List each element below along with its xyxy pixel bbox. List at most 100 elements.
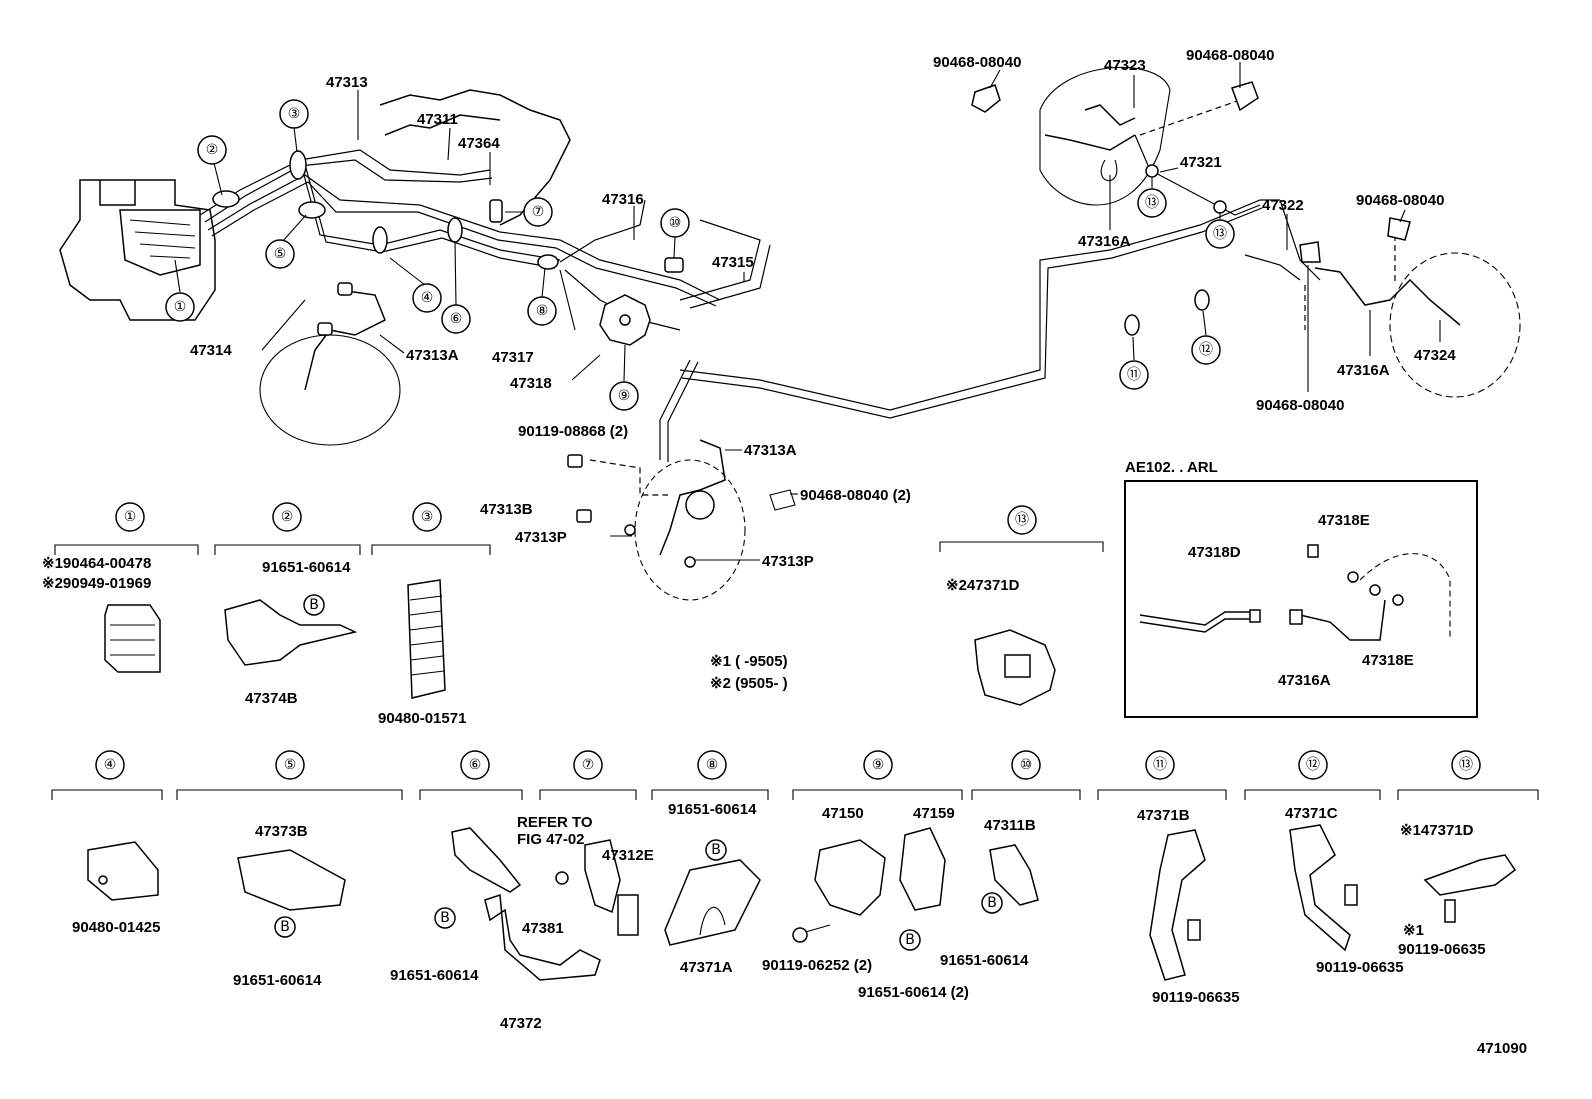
part-47311b: 47311B bbox=[984, 817, 1036, 834]
front-left-hose bbox=[259, 282, 401, 446]
notes: ※1 ( -9505) ※2 (9505- ) bbox=[710, 653, 788, 692]
label-90119-08868: 90119-08868 (2) bbox=[518, 423, 628, 440]
callout-11: ⑪ bbox=[1127, 367, 1141, 383]
proportioning-valve bbox=[599, 294, 651, 346]
part-91651-60614-2: 91651-60614 (2) bbox=[858, 984, 969, 1001]
part-47150: 47150 bbox=[822, 805, 864, 822]
part-91651-60614-8: 91651-60614 bbox=[668, 801, 757, 818]
part-90480-01425: 90480-01425 bbox=[72, 919, 160, 936]
part-91651-60614-row1: 91651-60614 bbox=[262, 559, 351, 576]
label-47313p-1: 47313P bbox=[515, 529, 567, 546]
refer-to: REFER TO bbox=[517, 814, 593, 831]
inset-label-47316a: 47316A bbox=[1278, 672, 1331, 689]
detail-callout-3: ③ bbox=[421, 509, 434, 525]
part-47372: 47372 bbox=[500, 1015, 542, 1032]
part-47312e: 47312E bbox=[602, 847, 654, 864]
detail-callout-4: ④ bbox=[104, 757, 117, 773]
label-90468-top-1: 90468-08040 bbox=[933, 54, 1021, 71]
part-91651-60614-5: 91651-60614 bbox=[233, 972, 322, 989]
detail-callout-7: ⑦ bbox=[582, 757, 595, 773]
upper-callouts: ① ② ③ ④ ⑤ ⑥ ⑦ ⑧ ⑨ ⑩ ⑪ ⑫ ⑬ ⑬ bbox=[165, 99, 1235, 411]
part-47374b: 47374B bbox=[245, 690, 298, 707]
rear-middle-hose bbox=[567, 439, 796, 601]
callout-3: ③ bbox=[288, 106, 301, 122]
part-47381: 47381 bbox=[522, 920, 564, 937]
label-47313: 47313 bbox=[326, 74, 368, 91]
label-47317: 47317 bbox=[492, 349, 534, 366]
b-callout: B bbox=[440, 910, 450, 926]
label-90468-middle: 90468-08040 (2) bbox=[800, 487, 911, 504]
part-47371a: 47371A bbox=[680, 959, 733, 976]
b-callout: B bbox=[987, 895, 997, 911]
part-90119-06635-12: 90119-06635 bbox=[1316, 959, 1404, 976]
label-47315: 47315 bbox=[712, 254, 754, 271]
inset-label-47318e-1: 47318E bbox=[1318, 512, 1370, 529]
label-47316a-upper: 47316A bbox=[1078, 233, 1131, 250]
callout-13a: ⑬ bbox=[1145, 195, 1159, 211]
detail-callout-13-lower: ⑬ bbox=[1459, 757, 1473, 773]
b-callout: B bbox=[280, 919, 290, 935]
note-2: ※2 (9505- ) bbox=[710, 675, 788, 692]
rear-right-upper bbox=[1039, 66, 1241, 206]
part-47371c: 47371C bbox=[1285, 805, 1338, 822]
callout-13b: ⑬ bbox=[1213, 226, 1227, 242]
label-47313b: 47313B bbox=[480, 501, 533, 518]
label-90468-right-2: 90468-08040 bbox=[1256, 397, 1344, 414]
part-47159: 47159 bbox=[913, 805, 955, 822]
detail-callout-8: ⑧ bbox=[706, 757, 719, 773]
part-90119-06635-13: 90119-06635 bbox=[1398, 941, 1486, 958]
detail-callout-9: ⑨ bbox=[872, 757, 885, 773]
callout-9: ⑨ bbox=[618, 388, 631, 404]
detail-callout-2: ② bbox=[281, 509, 294, 525]
label-90468-right-1: 90468-08040 bbox=[1356, 192, 1444, 209]
label-47311: 47311 bbox=[417, 111, 458, 128]
label-47324: 47324 bbox=[1414, 347, 1456, 364]
part-90949-01969: ※290949-01969 bbox=[42, 575, 151, 592]
clip-90468 bbox=[971, 81, 1411, 263]
label-47316: 47316 bbox=[602, 191, 644, 208]
callout-1: ① bbox=[174, 299, 187, 315]
master-cylinder-block bbox=[59, 179, 216, 321]
callout-leaders bbox=[174, 126, 1221, 382]
callout-8: ⑧ bbox=[536, 303, 549, 319]
detail-callout-12: ⑫ bbox=[1306, 757, 1320, 773]
part-47371b: 47371B bbox=[1137, 807, 1190, 824]
callout-10: ⑩ bbox=[669, 215, 682, 231]
figure-id: 471090 bbox=[1477, 1040, 1527, 1057]
inset-title: AE102. . ARL bbox=[1125, 459, 1218, 476]
callout-6: ⑥ bbox=[450, 311, 463, 327]
detail-callout-13-upper: ⑬ bbox=[1015, 512, 1029, 528]
detail-row-1: ① ※190464-00478 ※290949-01969 ② 91651-60… bbox=[42, 502, 1104, 727]
upper-labels: 47313 47311 47364 47316 47315 47317 4731… bbox=[190, 47, 1456, 570]
leader-lines bbox=[261, 62, 1441, 561]
detail-callout-10: ⑩ bbox=[1020, 757, 1033, 773]
part-90464-00478: ※190464-00478 bbox=[42, 555, 151, 572]
callout-7: ⑦ bbox=[532, 204, 545, 220]
detail-row-2: ④ 90480-01425 ⑤ 47373B B 91651-60614 ⑥ 4… bbox=[51, 750, 1539, 1032]
detail-callout-6: ⑥ bbox=[469, 757, 482, 773]
callout-2: ② bbox=[206, 142, 219, 158]
fig-47-02: FIG 47-02 bbox=[517, 831, 585, 848]
note-1: ※1 ( -9505) bbox=[710, 653, 788, 670]
rear-right-lower bbox=[1304, 235, 1521, 398]
part-47371d-2: ※247371D bbox=[946, 577, 1020, 594]
detail-callout-1: ① bbox=[124, 509, 137, 525]
label-47321: 47321 bbox=[1180, 154, 1222, 171]
booster bbox=[379, 89, 571, 226]
callout-5: ⑤ bbox=[274, 246, 287, 262]
callout-12: ⑫ bbox=[1199, 342, 1213, 358]
label-47313a-middle: 47313A bbox=[744, 442, 797, 459]
inset-label-47318d: 47318D bbox=[1188, 544, 1241, 561]
note-asterisk-1: ※1 bbox=[1403, 922, 1424, 939]
detail-callout-5: ⑤ bbox=[284, 757, 297, 773]
b-callout: B bbox=[309, 597, 319, 613]
callout-4: ④ bbox=[421, 290, 434, 306]
label-47314: 47314 bbox=[190, 342, 232, 359]
label-90468-top-2: 90468-08040 bbox=[1186, 47, 1274, 64]
label-47316a-lower: 47316A bbox=[1337, 362, 1390, 379]
label-47322: 47322 bbox=[1262, 197, 1304, 214]
label-47313a-left: 47313A bbox=[406, 347, 459, 364]
part-90119-06252: 90119-06252 (2) bbox=[762, 957, 872, 974]
